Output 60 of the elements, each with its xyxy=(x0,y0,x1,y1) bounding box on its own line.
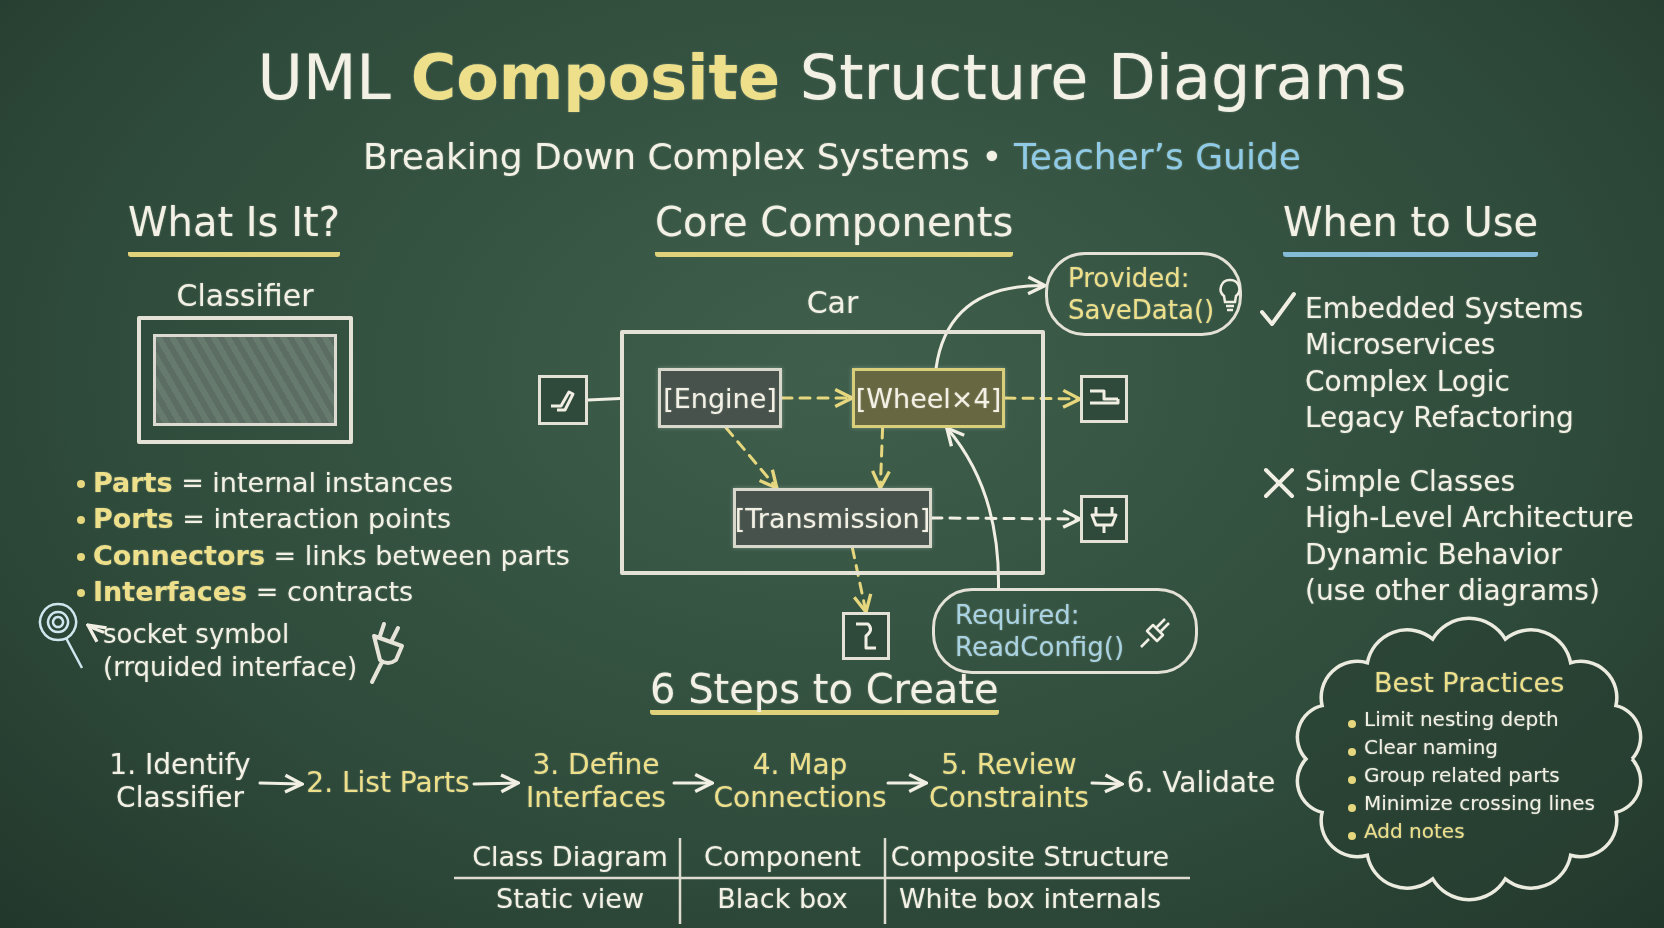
bullet-item: Limit nesting depth xyxy=(1346,706,1559,733)
step-label: 5. Review Constraints xyxy=(926,748,1092,818)
arrow xyxy=(472,773,520,794)
list-item: Simple Classes xyxy=(1305,465,1515,499)
part-box: [Wheel×4] xyxy=(852,368,1005,428)
arrow xyxy=(934,275,1047,370)
title: UML Composite Structure Diagrams xyxy=(256,40,1408,116)
list-item: Legacy Refactoring xyxy=(1305,401,1574,435)
table-cell-text: Class Diagram xyxy=(471,840,669,874)
bullet-item: Parts = internal instances xyxy=(75,466,453,500)
arrow xyxy=(724,426,779,490)
arrow xyxy=(1090,773,1124,794)
cloud-heading: Best Practices xyxy=(1374,666,1565,700)
interface-label: Required: ReadConfig() xyxy=(955,599,1126,663)
bullet-item: Group related parts xyxy=(1346,762,1560,789)
arrow xyxy=(672,772,714,794)
box-title: Car xyxy=(805,284,860,322)
section-heading: 6 Steps to Create xyxy=(650,668,999,715)
section-heading: When to Use xyxy=(1283,196,1539,257)
arrow xyxy=(850,546,873,614)
section-heading: Core Components xyxy=(655,196,1014,257)
table-cell-text: Composite Structure xyxy=(889,840,1171,874)
connector-line xyxy=(586,397,622,402)
arrow xyxy=(258,773,304,794)
annotation-text: socket symbol (rrquided interface) xyxy=(103,618,358,688)
arrow xyxy=(930,508,1082,529)
bullet-item: Add notes xyxy=(1346,818,1465,845)
step-label: 4. Map Connections xyxy=(712,748,888,818)
section-heading: What Is It? xyxy=(128,196,340,257)
interface-bubble xyxy=(1045,252,1242,336)
bullet-item: Minimize crossing lines xyxy=(1346,790,1595,817)
table-cell-text: Component xyxy=(703,840,862,874)
step-label: 3. Define Interfaces xyxy=(518,748,674,818)
step-label: 6. Validate xyxy=(1122,766,1280,802)
arrow xyxy=(870,426,891,490)
part-box: [Engine] xyxy=(658,368,782,428)
subtitle: Breaking Down Complex Systems • Teacher’s Guide xyxy=(362,135,1302,179)
list-item: (use other diagrams) xyxy=(1305,574,1600,608)
table-cell-text: Black box xyxy=(716,882,849,916)
step-label: 1. Identify Classifier xyxy=(100,748,260,818)
list-item: Complex Logic xyxy=(1305,365,1510,399)
table-cell-text: Static view xyxy=(495,882,645,916)
interface-bubble xyxy=(932,588,1198,674)
bullet-item: Interfaces = contracts xyxy=(75,575,414,609)
step-label: 2. List Parts xyxy=(302,766,474,802)
list-item: Microservices xyxy=(1305,328,1496,362)
leader-line xyxy=(86,623,109,644)
list-item: High-Level Architecture xyxy=(1305,501,1634,535)
bullet-item: Connectors = links between parts xyxy=(75,539,570,573)
table-cell-text: White box internals xyxy=(897,882,1163,916)
list-item: Embedded Systems xyxy=(1305,292,1584,326)
arrow xyxy=(1003,388,1082,409)
box-title: Classifier xyxy=(175,277,315,315)
arrow xyxy=(780,387,854,409)
bullet-item: Clear naming xyxy=(1346,734,1498,761)
arrow xyxy=(886,772,928,794)
bullet-item: Ports = interaction points xyxy=(75,502,451,536)
list-item: Dynamic Behavior xyxy=(1305,538,1562,572)
arrow xyxy=(945,426,1000,590)
part-box: [Transmission] xyxy=(733,488,932,548)
